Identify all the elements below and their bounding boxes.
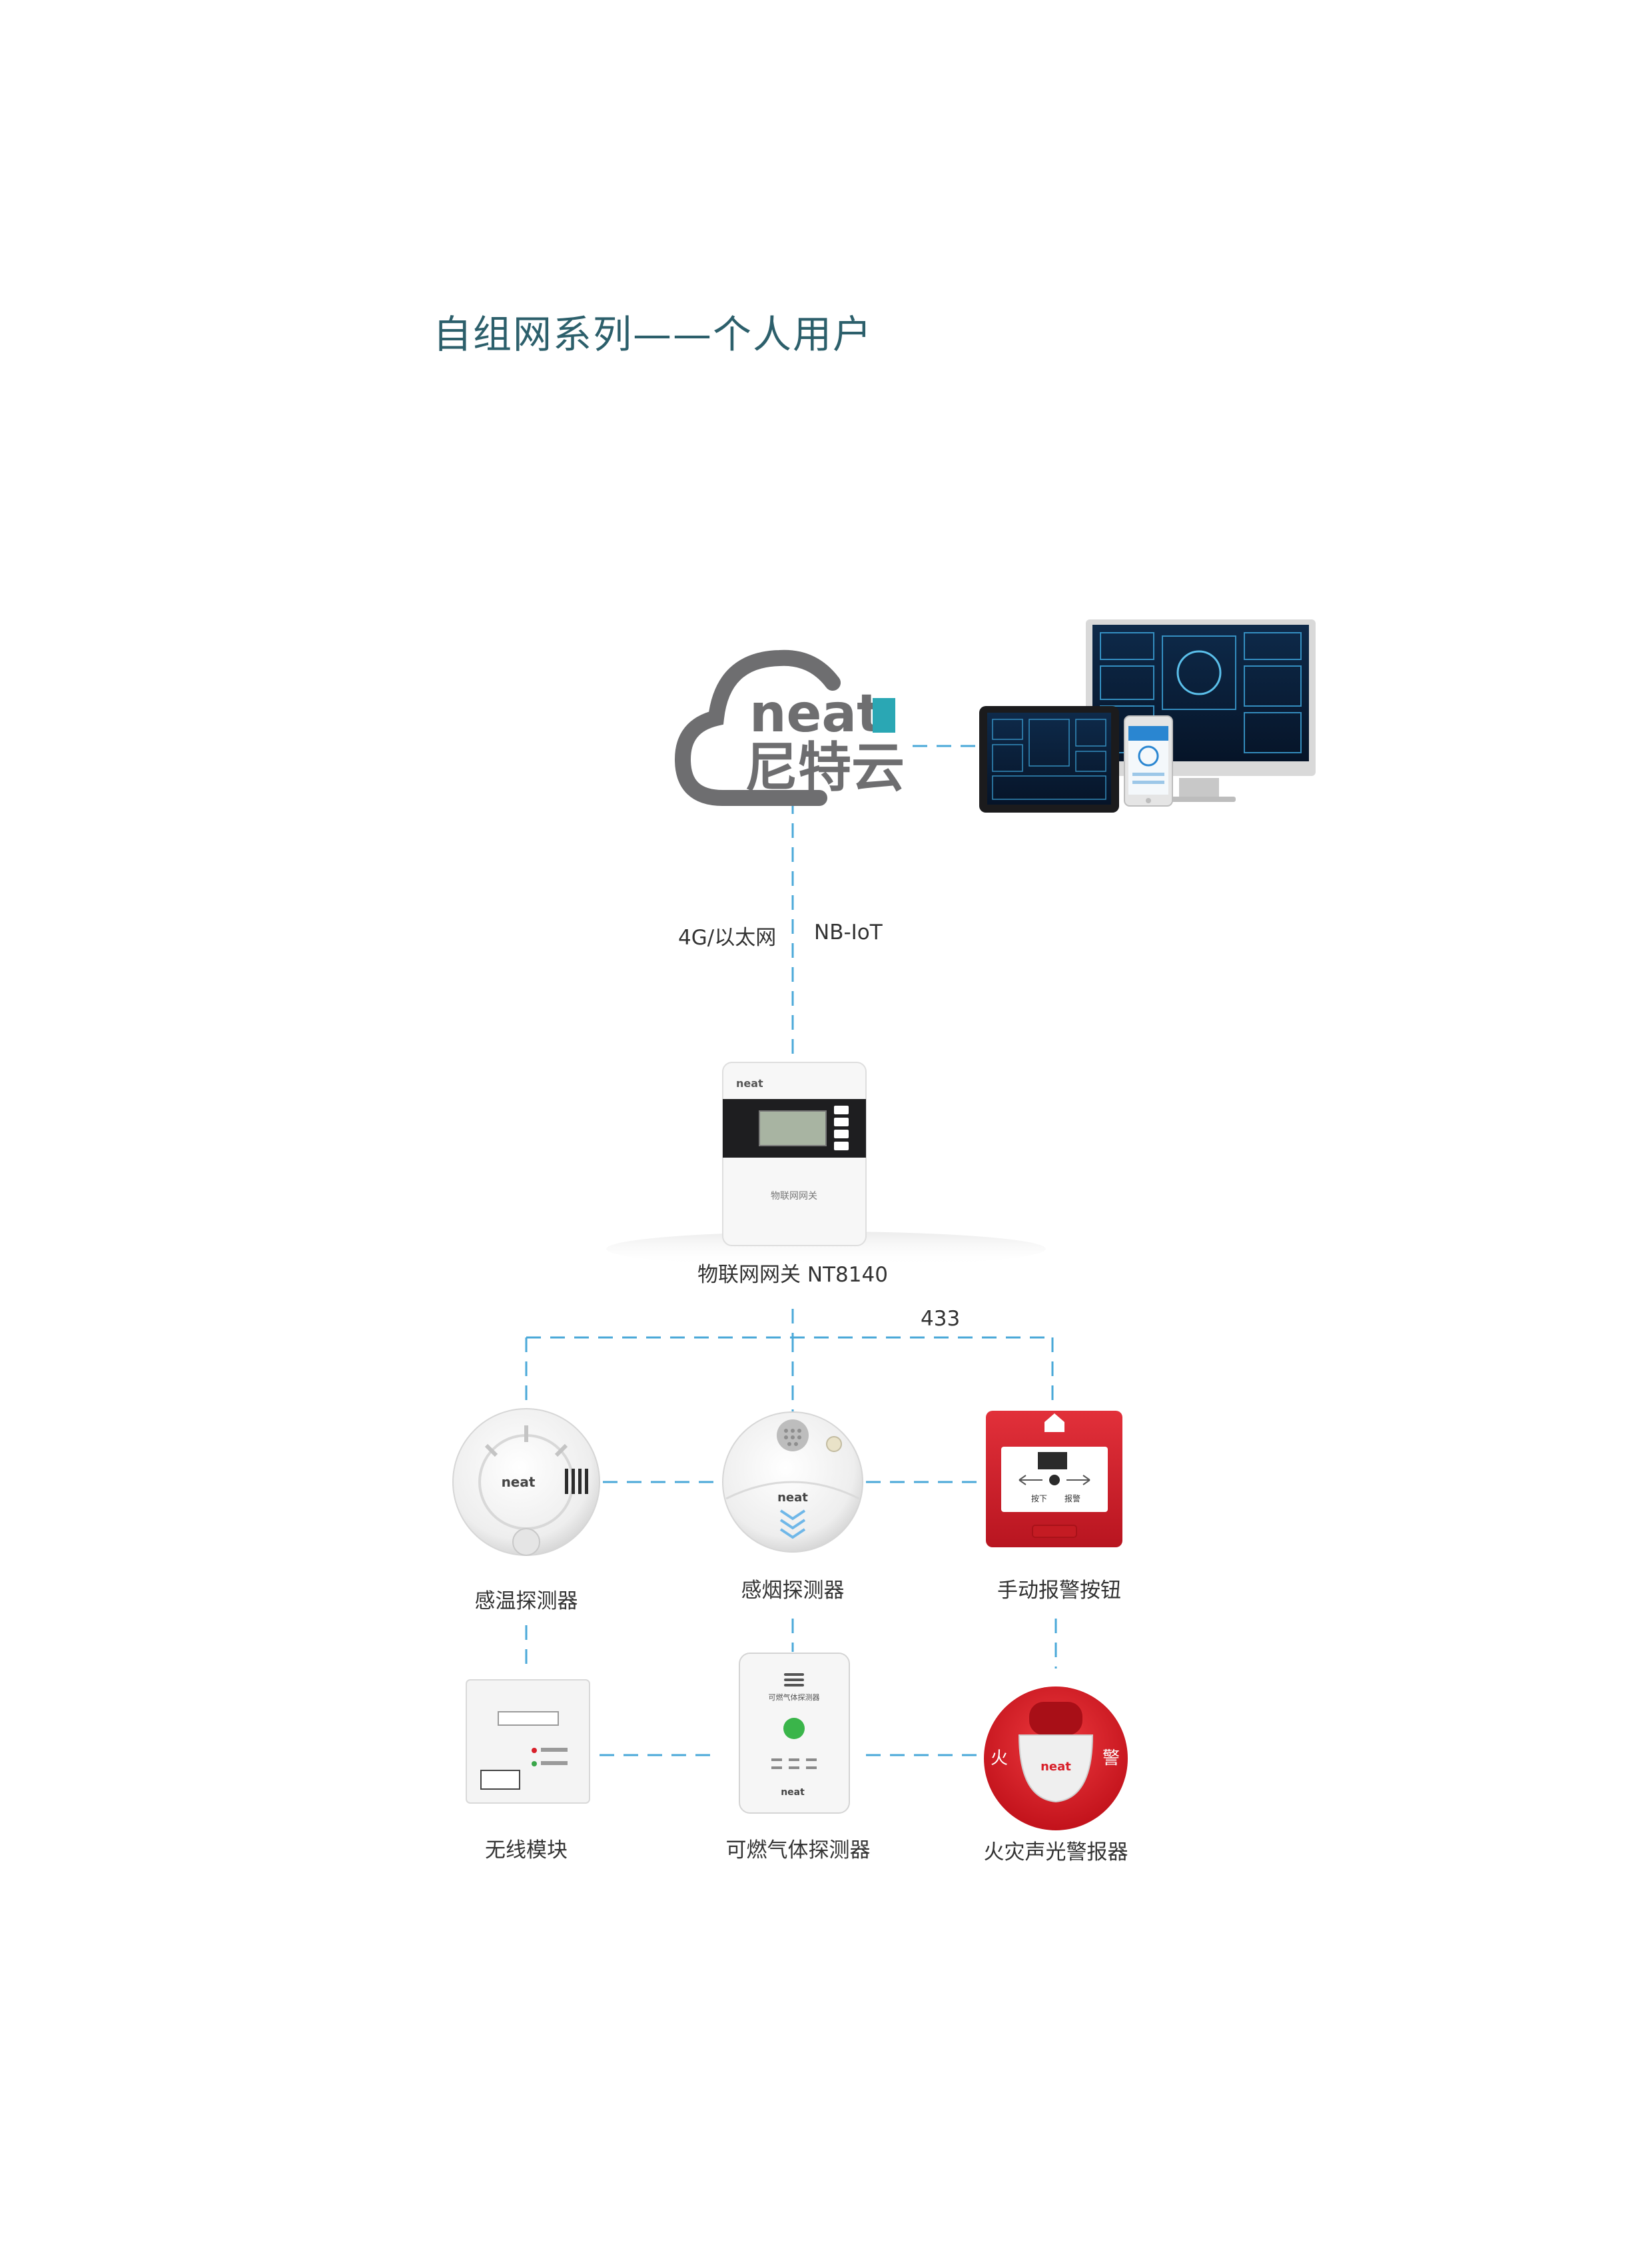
smoke-detector-device: neat bbox=[722, 1411, 863, 1553]
manual-button-label: 手动报警按钮 bbox=[997, 1579, 1121, 1603]
gateway-panel-text: 物联网网关 bbox=[771, 1191, 817, 1202]
house-fire-icon bbox=[1044, 1413, 1064, 1432]
connection-lines bbox=[525, 745, 1057, 1756]
button-alarm-text: 报警 bbox=[1064, 1493, 1080, 1503]
cloud-logo-en: neat bbox=[749, 684, 881, 744]
smoke-brand-text: neat bbox=[777, 1491, 808, 1505]
cloud-logo-accent bbox=[873, 698, 895, 733]
manual-alarm-button-device: 按下 报警 bbox=[986, 1411, 1122, 1547]
neat-cloud-logo: neat 尼特云 bbox=[674, 649, 905, 806]
gateway-label: 物联网网关 NT8140 bbox=[697, 1263, 888, 1287]
heat-detector-device: neat bbox=[452, 1408, 600, 1556]
gas-detector-device: 可燃气体探测器 neat bbox=[739, 1653, 850, 1814]
alarm-brand-text: neat bbox=[1040, 1760, 1071, 1774]
iot-gateway-device: neat 物联网网关 bbox=[606, 1062, 1046, 1266]
sound-light-alarm-device: neat 火 警 bbox=[984, 1686, 1128, 1830]
gas-detector-label: 可燃气体探测器 bbox=[725, 1838, 871, 1862]
gas-brand-text: neat bbox=[781, 1787, 805, 1798]
gas-panel-title: 可燃气体探测器 bbox=[769, 1692, 820, 1702]
button-press-text: 按下 bbox=[1031, 1494, 1047, 1503]
cloud-outline-icon bbox=[674, 649, 841, 806]
wireless-module-label: 无线模块 bbox=[485, 1838, 568, 1862]
desktop-monitor-icon bbox=[1086, 619, 1316, 802]
monitor-screens-illustration bbox=[979, 619, 1316, 813]
uplink-right-label: NB-IoT bbox=[814, 921, 883, 944]
gateway-brand-text: neat bbox=[736, 1077, 763, 1090]
tablet-icon bbox=[979, 706, 1119, 813]
heat-detector-label: 感温探测器 bbox=[474, 1589, 578, 1613]
gas-status-light-icon bbox=[783, 1718, 805, 1739]
radio-label: 433 bbox=[921, 1307, 961, 1331]
cloud-logo-cn: 尼特云 bbox=[745, 737, 905, 799]
gateway-keypad bbox=[834, 1106, 849, 1150]
gateway-lcd-screen bbox=[759, 1110, 827, 1146]
page-title: 自组网系列——个人用户 bbox=[433, 312, 873, 357]
alarm-fire-char: 火 bbox=[991, 1748, 1008, 1768]
smartphone-icon bbox=[1124, 715, 1173, 807]
alarm-warning-char: 警 bbox=[1102, 1748, 1120, 1768]
uplink-left-label: 4G/以太网 bbox=[678, 926, 777, 950]
sound-light-alarm-label: 火灾声光警报器 bbox=[983, 1840, 1128, 1864]
heat-brand-text: neat bbox=[502, 1474, 536, 1490]
smoke-detector-label: 感烟探测器 bbox=[741, 1579, 845, 1603]
wireless-module-device bbox=[466, 1679, 590, 1804]
